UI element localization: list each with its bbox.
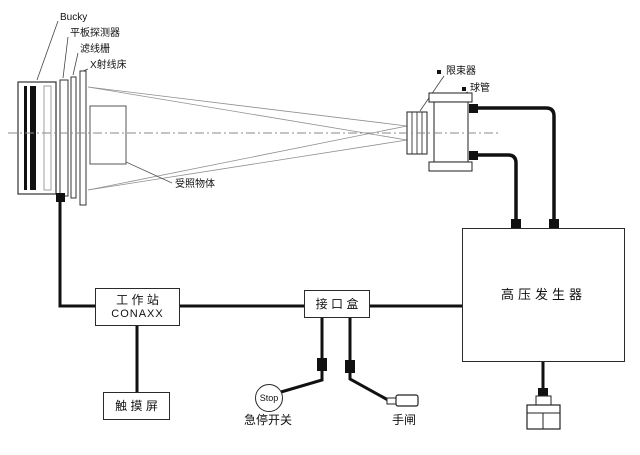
signal-cables [58,196,545,402]
hand-switch-label: 手闸 [392,413,417,427]
touch-screen-box: 触 摸 屏 [103,392,170,420]
power-connector-icon [526,395,561,430]
workstation-box: 工 作 站 CONAXX [95,288,180,326]
emergency-stop-label: 急停开关 [244,413,293,427]
collimator-label: 限束器 [446,66,476,77]
xray-beam-lines [87,86,408,191]
xray-tube-label: 球管 [470,83,490,94]
generator-label: 高压发生器 [500,286,586,302]
hand-switch-icon [386,394,419,407]
interface-box-label: 接 口 盒 [315,296,359,311]
flat-panel-detector-label: 平板探测器 [70,28,120,39]
hv-cable-connectors [511,219,559,228]
label-bullet-markers [437,70,466,91]
high-voltage-generator-box: 高压发生器 [462,228,625,362]
stop-text: Stop [259,393,279,403]
touch-screen-label: 触 摸 屏 [115,398,158,413]
hv-cables [477,106,556,227]
detector-stack [17,70,87,206]
workstation-name: CONAXX [111,307,164,320]
irradiated-object-shape [89,105,173,184]
cable-connectors [56,193,548,396]
xray-bed-label: X射线床 [90,60,127,71]
emergency-stop-button: Stop [255,384,283,412]
workstation-label: 工 作 站 [116,292,159,307]
xray-tube-shape [428,92,478,172]
grid-label: 滤线栅 [80,44,110,55]
irradiated-object-label: 受照物体 [175,179,215,190]
interface-box: 接 口 盒 [304,290,370,318]
bucky-label: Bucky [60,12,88,23]
